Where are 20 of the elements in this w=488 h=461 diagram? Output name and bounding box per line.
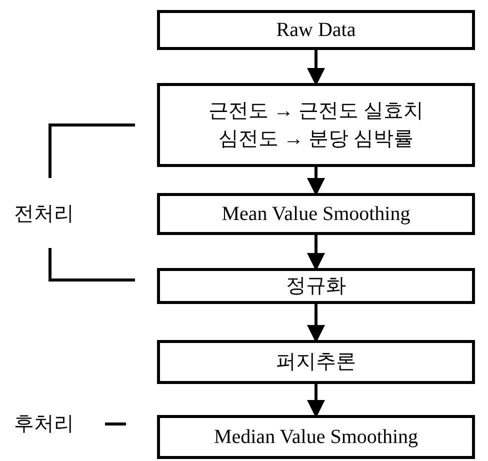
- arrow: [307, 304, 325, 343]
- box-text: 정규화: [286, 274, 346, 299]
- arrow: [307, 235, 325, 271]
- box-text: Median Value Smoothing: [214, 425, 418, 450]
- process-box: [157, 193, 475, 235]
- arrow: [307, 384, 325, 418]
- process-box: [157, 268, 475, 304]
- arrow: [307, 167, 325, 196]
- box-text: 퍼지추론: [276, 350, 356, 375]
- arrow: [307, 50, 325, 86]
- box-text: 심전도 → 분당 심박률: [218, 127, 414, 152]
- box-text: 근전도 → 근전도 실효치: [208, 99, 424, 124]
- box-text: Mean Value Smoothing: [222, 202, 410, 227]
- group-label: 후처리: [14, 412, 74, 437]
- group-label: 전처리: [14, 202, 74, 227]
- process-box: [157, 83, 475, 167]
- box-text: Raw Data: [276, 18, 356, 43]
- process-box: [157, 415, 475, 459]
- process-box: [157, 10, 475, 50]
- process-box: [157, 340, 475, 384]
